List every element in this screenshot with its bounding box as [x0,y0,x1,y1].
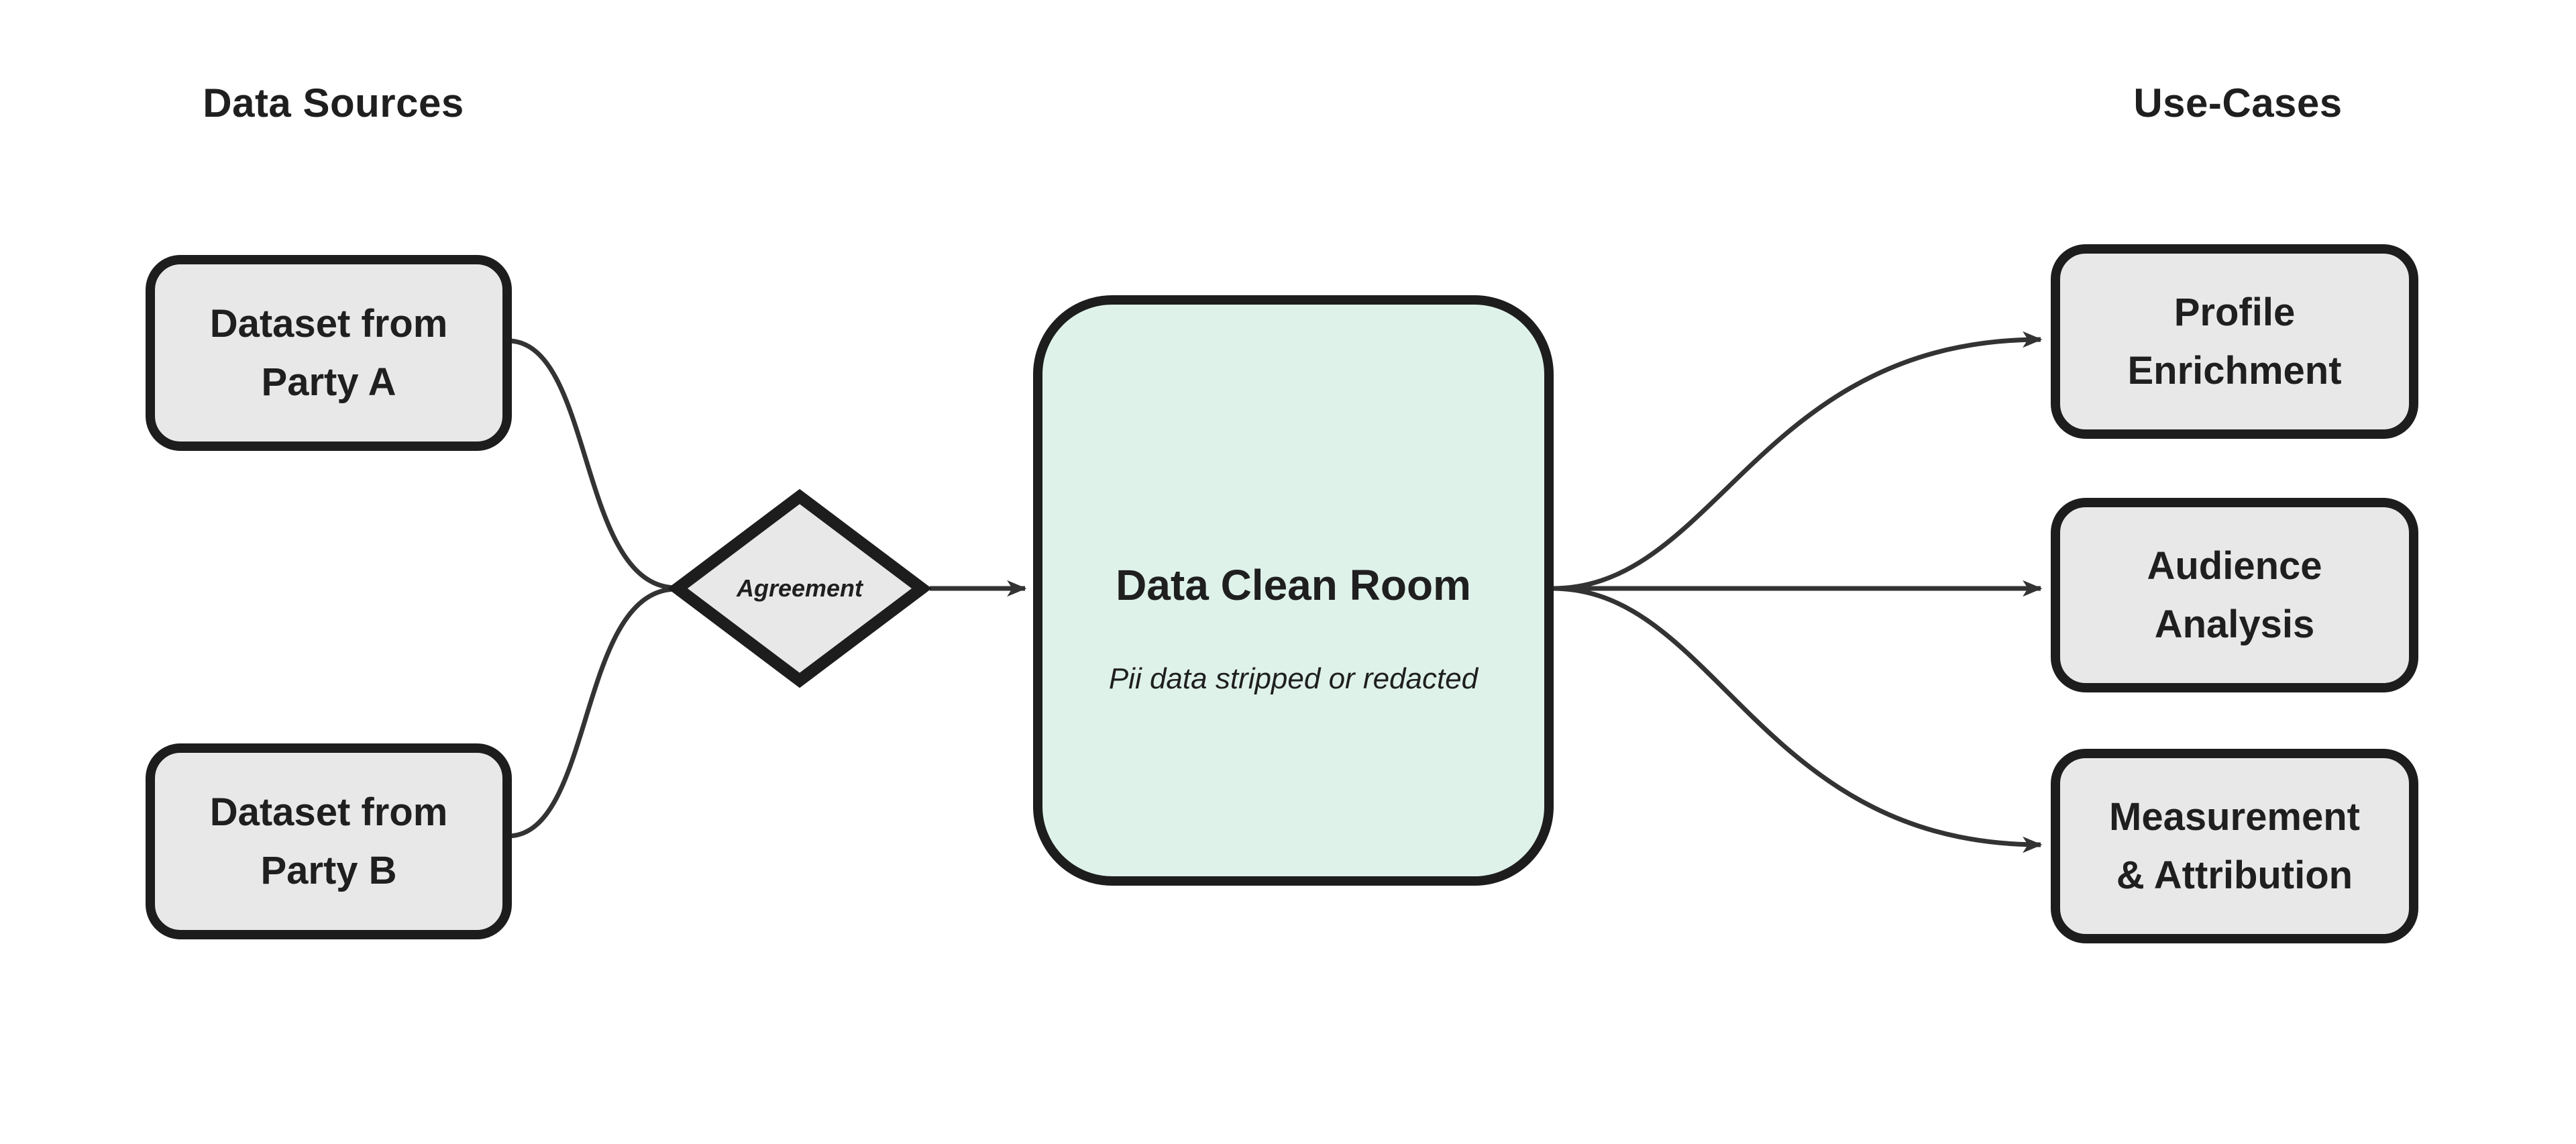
audience-analysis-label-line1: Audience [2147,544,2322,588]
profile-enrichment-label-line2: Enrichment [2127,349,2342,393]
profile-enrichment-node: Profile Enrichment [2051,244,2418,439]
dataset-party-b-node: Dataset from Party B [146,743,512,939]
dataset-party-a-node: Dataset from Party A [146,255,512,451]
measurement-attribution-label-line1: Measurement [2109,795,2360,839]
use-cases-heading: Use-Cases [2133,80,2343,125]
dataset-party-a-label-line1: Dataset from [209,302,448,346]
agreement-label: Agreement [736,574,863,602]
measurement-attribution-node: Measurement & Attribution [2051,749,2418,943]
data-clean-room-node: Data Clean Room Pii data stripped or red… [1033,295,1554,886]
audience-analysis-label-line2: Analysis [2154,603,2315,646]
measurement-attribution-label-line2: & Attribution [2116,853,2353,897]
connector-clean-room-to-measurement-attribution [1552,586,2043,853]
agreement-diamond [667,488,932,688]
data-clean-room-subtitle: Pii data stripped or redacted [1108,662,1479,695]
connector-clean-room-to-profile-enrichment [1552,331,2043,591]
profile-enrichment-label-line1: Profile [2174,291,2296,334]
audience-analysis-node: Audience Analysis [2051,498,2418,692]
dataset-party-b-label-line2: Party B [260,849,397,892]
connector-party-b-to-agreement [509,586,676,839]
data-clean-room-title: Data Clean Room [1116,561,1471,609]
connector-party-a-to-agreement [509,338,676,590]
dataset-party-a-label-line2: Party A [261,360,396,404]
data-sources-heading: Data Sources [203,80,464,125]
dataset-party-b-label-line1: Dataset from [209,790,448,834]
